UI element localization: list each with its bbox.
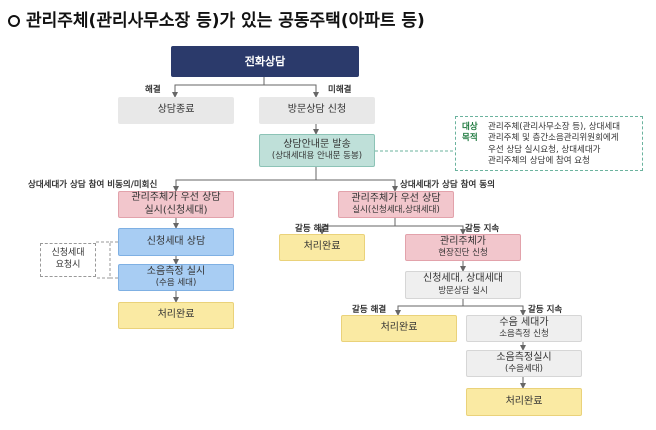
left-mgmt-consult-box: 관리주체가 우선 상담 실시(신청세대) — [118, 191, 234, 218]
line-visit-recv — [463, 305, 526, 316]
label-conflict-resolved: 갈등 해결 — [295, 224, 330, 234]
side-request-note: 신청세대 요청시 — [40, 243, 96, 277]
label-resolved: 해결 — [145, 85, 161, 95]
line-phone-visit — [263, 77, 319, 98]
final-done-box: 처리완료 — [466, 388, 582, 416]
noise-measure-2-box: 소음측정실시 (수음세대) — [466, 350, 582, 377]
notice-box: 상담안내문 발송 (상대세대용 안내문 동봉) — [259, 134, 375, 167]
circle-bullet-icon — [8, 15, 20, 27]
label-agree: 상대세대가 상담 참여 동의 — [400, 180, 495, 190]
label-refuse: 상대세대가 상담 참여 비동의/미회신 — [28, 180, 158, 190]
visit-both-box: 신청세대, 상대세대 방문상담 실시 — [405, 271, 521, 299]
page-title: 관리주체(관리사무소장 등)가 있는 공동주택(아파트 등) — [8, 6, 425, 31]
site-diagnosis-box: 관리주체가 현장진단 신청 — [405, 234, 521, 261]
phone-consult-box: 전화상담 — [171, 46, 359, 77]
line-visit-done — [395, 299, 464, 316]
left-done-box: 처리완료 — [118, 302, 234, 329]
label-conflict-continue-2: 갈등 지속 — [528, 305, 563, 315]
bottom-done-box: 처리완료 — [341, 315, 457, 342]
receiver-request-box: 수음 세대가 소음측정 신청 — [466, 315, 582, 342]
line-right-done — [319, 218, 396, 235]
consult-end-box: 상담종료 — [118, 97, 234, 124]
line-phone-end — [172, 77, 265, 98]
label-unresolved: 미해결 — [328, 85, 352, 95]
line-notice-left — [173, 167, 317, 192]
line-notice-right — [316, 179, 398, 192]
right-mgmt-consult-box: 관리주체가 우선 상담 실시(신청세대,상대세대) — [338, 191, 454, 218]
mid-done-box: 처리완료 — [279, 234, 365, 261]
label-conflict-resolved-2: 갈등 해결 — [352, 305, 387, 315]
dash-side-bracket — [96, 241, 111, 279]
label-conflict-continue: 갈등 지속 — [465, 224, 500, 234]
applicant-consult-box: 신청세대 상담 — [118, 228, 234, 256]
line-right-diag — [395, 225, 466, 235]
noise-measure-box: 소음측정 실시 (수음 세대) — [118, 264, 234, 291]
visit-apply-box: 방문상담 신청 — [259, 97, 375, 124]
